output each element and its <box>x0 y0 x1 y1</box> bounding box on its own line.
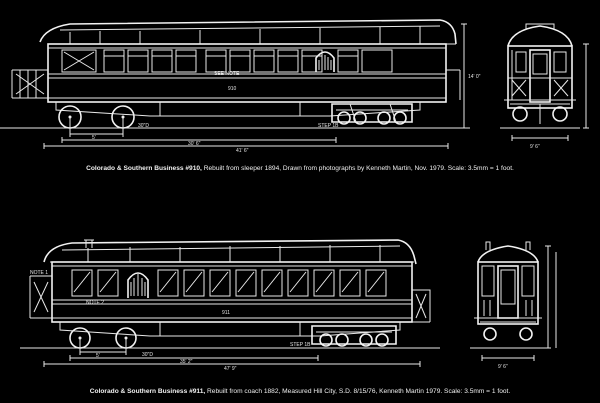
car-911-truck-right <box>311 325 397 347</box>
car-910-windows <box>61 49 393 73</box>
car-911-dim-truck: 5' <box>96 353 100 359</box>
car-911-dim-width: 9' 6" <box>498 364 508 370</box>
caption-910-title: Colorado & Southern Business #910, <box>86 165 202 172</box>
car-911-note2-label: NOTE 2 <box>86 300 104 306</box>
car-910-side-elevation: SEE NOTE 910 30"D STEP 1B 5' 30' 6" 41' … <box>0 19 481 154</box>
caption-911-details: Rebuilt from coach 1882, Measured Hill C… <box>205 388 511 395</box>
car-910-truck-right <box>331 103 413 125</box>
car-911-truck-note: STEP 1B <box>290 342 311 348</box>
car-911-dim-centers: 35' 2" <box>180 359 193 365</box>
car-910-end-elevation: 9' 6" <box>500 23 589 150</box>
car-911-end-elevation: 9' 6" <box>470 241 557 370</box>
caption-911: Colorado & Southern Business #911, Rebui… <box>0 388 600 395</box>
car-911-note1-label: NOTE 1 <box>30 270 48 276</box>
car-910-dim-height: 14' 0" <box>468 74 481 80</box>
car-910-wheel-dim: 30"D <box>138 123 149 129</box>
car-911-wheel-dim: 30"D <box>142 352 153 358</box>
caption-910-details: Rebuilt from sleeper 1894, Drawn from ph… <box>201 165 514 172</box>
car-911-dim-overall: 47' 9" <box>224 366 237 372</box>
car-911-side-elevation: NOTE 1 NOTE 2 911 30"D STEP 1B 5' 35' 2"… <box>20 239 440 372</box>
car-910-dim-overall: 41' 6" <box>236 148 249 154</box>
car-911-number-label: 911 <box>222 310 230 316</box>
car-910-dim-truck: 5' <box>92 135 96 141</box>
car-911-windows <box>71 269 387 298</box>
car-910-truck-note: STEP 1B <box>318 123 339 129</box>
car-910-dim-centers: 30' 6" <box>188 141 201 147</box>
caption-911-title: Colorado & Southern Business #911, <box>89 388 206 395</box>
car-910-note-label: SEE NOTE <box>214 71 240 77</box>
caption-910: Colorado & Southern Business #910, Rebui… <box>0 165 600 172</box>
car-910-number-label: 910 <box>228 86 237 92</box>
car-910-dim-width: 9' 6" <box>530 144 540 150</box>
